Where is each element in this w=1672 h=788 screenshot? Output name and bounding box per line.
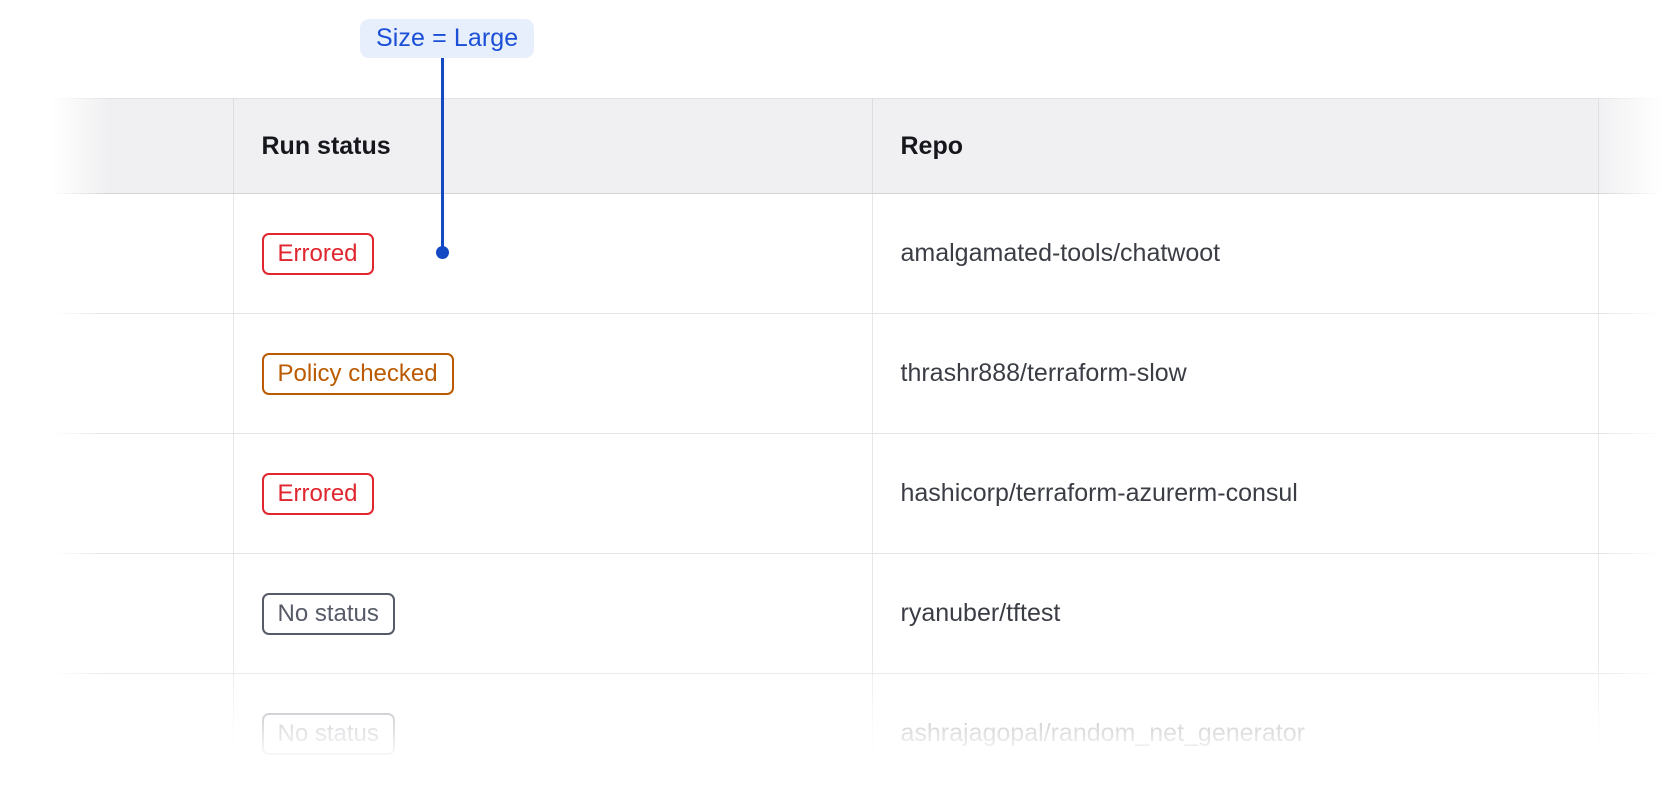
run-status-cell: No status <box>233 553 873 674</box>
table-header: Run status Repo <box>47 98 1672 194</box>
size-annotation-badge: Size = Large <box>360 19 535 58</box>
table-row[interactable]: Errored amalgamated-tools/chatwoot <box>47 193 1672 314</box>
repo-cell: ryanuber/tftest <box>872 553 1599 674</box>
repo-cell: hashicorp/terraform-azurerm-consul <box>872 433 1599 554</box>
status-badge: Errored <box>261 472 374 515</box>
table-body: Errored amalgamated-tools/chatwoot Polic… <box>47 193 1672 788</box>
row-select-cell[interactable] <box>47 193 234 314</box>
column-header-repo[interactable]: Repo <box>872 98 1599 194</box>
column-header-run-status[interactable]: Run status <box>233 98 873 194</box>
status-badge: Policy checked <box>261 352 454 395</box>
repo-cell: amalgamated-tools/chatwoot <box>872 193 1599 314</box>
status-badge: No status <box>261 712 395 755</box>
status-badge: No status <box>261 592 395 635</box>
table-row[interactable]: No status ashrajagopal/random_net_genera… <box>47 673 1672 788</box>
row-select-cell[interactable] <box>47 553 234 674</box>
column-header-tail[interactable] <box>1598 98 1672 194</box>
table-row[interactable]: Errored hashicorp/terraform-azurerm-cons… <box>47 433 1672 554</box>
annotation-anchor-dot <box>436 246 449 259</box>
run-status-table-container: Run status Repo Errored amalgamated-tool… <box>47 98 1672 788</box>
row-select-cell[interactable] <box>47 313 234 434</box>
table-row[interactable]: Policy checked thrashr888/terraform-slow <box>47 313 1672 434</box>
row-tail-cell <box>1598 193 1672 314</box>
run-status-cell: No status <box>233 673 873 788</box>
repo-cell: ashrajagopal/random_net_generator <box>872 673 1599 788</box>
row-tail-cell <box>1598 313 1672 434</box>
column-header-select[interactable] <box>47 98 234 194</box>
run-status-cell: Errored <box>233 193 873 314</box>
status-badge: Errored <box>261 232 374 275</box>
row-select-cell[interactable] <box>47 433 234 554</box>
repo-cell: thrashr888/terraform-slow <box>872 313 1599 434</box>
row-tail-cell <box>1598 433 1672 554</box>
table-row[interactable]: No status ryanuber/tftest <box>47 553 1672 674</box>
table-header-row: Run status Repo <box>47 98 1672 194</box>
run-status-table: Run status Repo Errored amalgamated-tool… <box>47 98 1672 788</box>
row-tail-cell <box>1598 673 1672 788</box>
run-status-cell: Errored <box>233 433 873 554</box>
row-tail-cell <box>1598 553 1672 674</box>
run-status-cell: Policy checked <box>233 313 873 434</box>
annotation-connector-line <box>441 58 444 252</box>
row-select-cell[interactable] <box>47 673 234 788</box>
